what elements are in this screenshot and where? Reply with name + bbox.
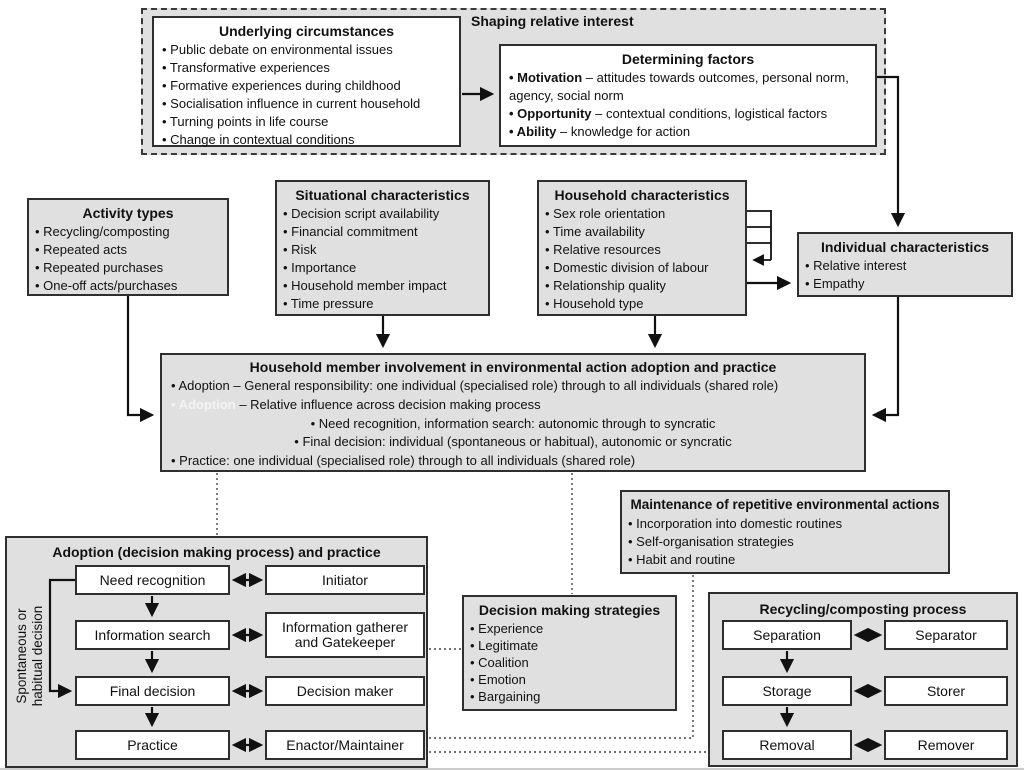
bullet-item: • Change in contextual conditions [162,132,355,147]
involvement-line-adoption-relative: • Adoption – Relative influence across d… [171,396,541,412]
individual-characteristics-box: Individual characteristics • Relative in… [797,232,1013,297]
bullet-item: • Legitimate [470,638,539,653]
bullet-item: • Repeated purchases [35,260,164,275]
stage-removal: Removal [722,730,852,760]
recycling-panel-title: Recycling/composting process [759,601,967,617]
underlying-circumstances-box: Underlying circumstances • Public debate… [152,16,461,147]
stage-information-search: Information search [75,620,230,650]
bullet-item: • Public debate on environmental issues [162,42,393,57]
bullet-item: • Importance [283,260,357,275]
household-title: Household characteristics [554,187,730,203]
bullet-item: • Domestic division of labour [545,260,709,275]
situational-characteristics-box: Situational characteristics • Decision s… [275,180,490,316]
individual-title: Individual characteristics [820,239,990,255]
bullet-item: • Household member impact [283,278,447,293]
bullet-item: • Relationship quality [545,278,666,293]
stage-separation: Separation [722,620,852,650]
bullet-item: • Empathy [805,276,865,291]
strategies-title: Decision making strategies [478,602,661,618]
situational-title: Situational characteristics [295,187,470,203]
bullet-item: • Opportunity – contextual conditions, l… [509,106,828,121]
shaping-relative-interest-label: Shaping relative interest [471,13,634,29]
adoption-panel-title: Adoption (decision making process) and p… [52,544,381,560]
activity-types-box: Activity types • Recycling/composting • … [27,198,229,296]
role-remover: Remover [884,730,1008,760]
bullet-item: • Socialisation influence in current hou… [162,96,421,111]
bullet-item: • Incorporation into domestic routines [628,516,843,531]
bullet-item: • Transformative experiences [162,60,330,75]
bullet-item: • Emotion [470,672,526,687]
bullet-item: • Financial commitment [283,224,418,239]
activity-title: Activity types [82,205,174,221]
bullet-item: • Ability – knowledge for action [509,124,691,139]
bullet-item: • Decision script availability [283,206,440,221]
stage-storage: Storage [722,676,852,706]
arrow-individual-to-central [871,297,900,423]
arrow-activity-to-central [126,296,155,423]
household-involvement-box: Household member involvement in environm… [160,353,866,472]
bullet-item: • Motivation – attitudes towards outcome… [509,70,849,103]
bullet-item: • Household type [545,296,644,311]
involvement-line-need-recognition: • Need recognition, information search: … [310,415,716,431]
involvement-line-adoption-general: • Adoption – General responsibility: one… [171,378,779,393]
decision-strategies-box: Decision making strategies • Experience … [462,595,677,711]
household-interaction-loop [747,210,772,266]
maintenance-title: Maintenance of repetitive environmental … [630,497,940,512]
bullet-item: • Self-organisation strategies [628,534,794,549]
involvement-title: Household member involvement in environm… [249,359,777,375]
maintenance-box: Maintenance of repetitive environmental … [620,490,950,574]
stage-final-decision: Final decision [75,676,230,706]
role-initiator: Initiator [265,565,425,595]
stage-practice: Practice [75,730,230,760]
bullet-item: • Experience [470,621,544,636]
bullet-item: • Formative experiences during childhood [162,78,401,93]
bullet-item: • Bargaining [470,689,541,704]
determining-title: Determining factors [621,51,755,67]
role-enactor-maintainer: Enactor/Maintainer [265,730,425,760]
involvement-line-final-decision: • Final decision: individual (spontaneou… [294,434,732,450]
bullet-item: • Habit and routine [628,552,736,567]
bullet-item: • Turning points in life course [162,114,329,129]
role-separator: Separator [884,620,1008,650]
bullet-item: • Time pressure [283,296,374,311]
bullet-item: • Sex role orientation [545,206,666,221]
bullet-item: • Repeated acts [35,242,127,257]
role-storer: Storer [884,676,1008,706]
role-decision-maker: Decision maker [265,676,425,706]
bullet-item: • Recycling/composting [35,224,170,239]
household-characteristics-box: Household characteristics • Sex role ori… [537,180,747,316]
underlying-title: Underlying circumstances [218,23,395,39]
bullet-item: • Risk [283,242,317,257]
spontaneous-habitual-label: Spontaneous or habitual decision [14,605,45,707]
stage-need-recognition: Need recognition [75,565,230,595]
bullet-item: • Coalition [470,655,529,670]
bullet-item: • Relative resources [545,242,661,257]
role-information-gatherer: Information gatherer and Gatekeeper [265,612,425,658]
bullet-item: • Time availability [545,224,645,239]
bullet-item: • Relative interest [805,258,907,273]
involvement-line-practice: • Practice: one individual (specialised … [171,453,636,469]
bullet-item: • One-off acts/purchases [35,278,178,293]
determining-factors-box: Determining factors • Motivation – attit… [499,44,877,147]
